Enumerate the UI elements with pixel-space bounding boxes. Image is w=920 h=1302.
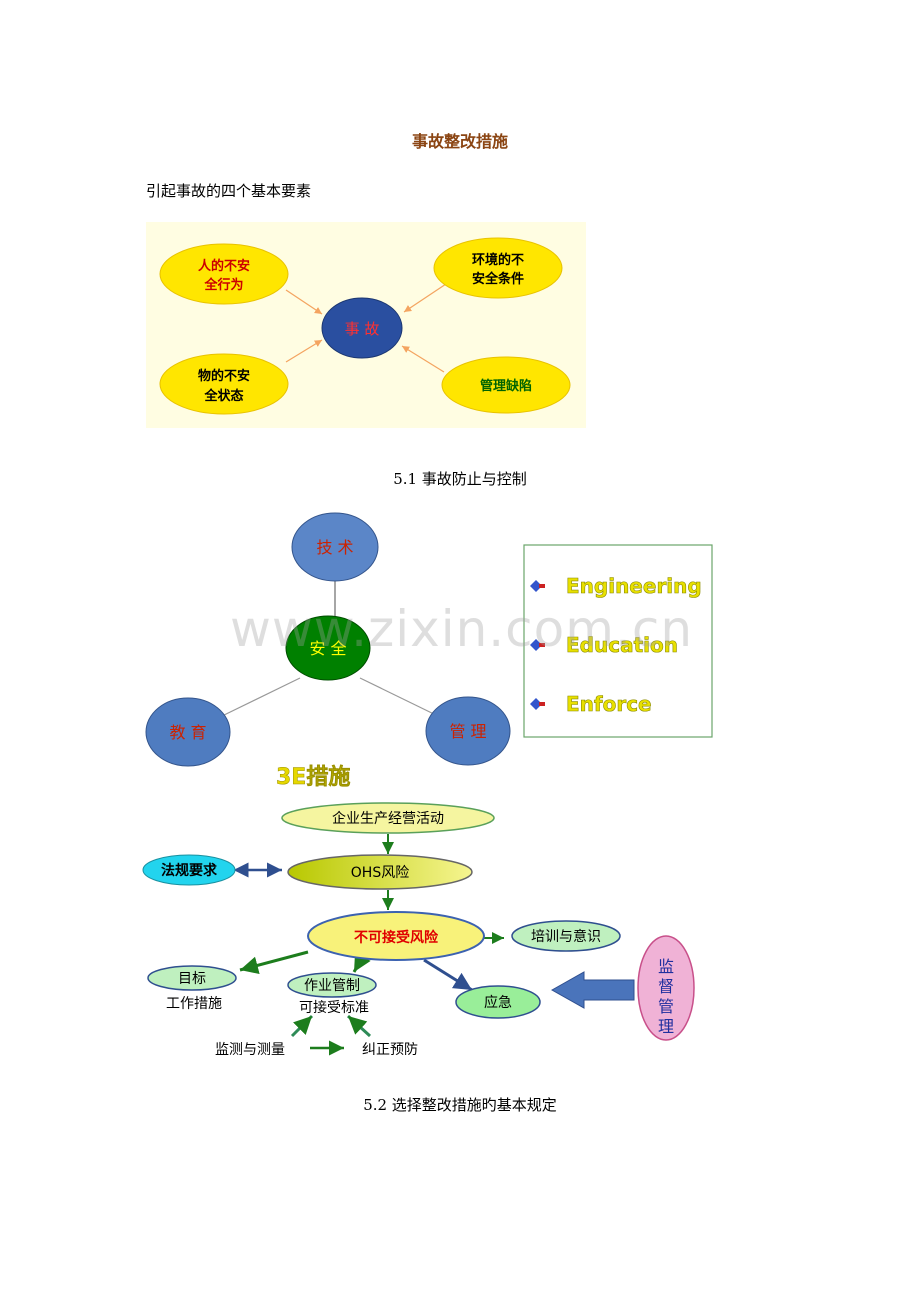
watermark: www.zixin.com.cn xyxy=(230,600,694,658)
acceptable-text: 可接受标准 xyxy=(299,999,369,1016)
arrow-risk-target xyxy=(239,950,309,975)
environment-line1: 环境的不 xyxy=(472,252,524,268)
law-text: 法规要求 xyxy=(161,862,218,879)
supervise-char-4: 理 xyxy=(658,1017,674,1036)
node-ohs xyxy=(287,854,473,890)
circle-safety xyxy=(285,615,371,681)
supervise-char-1: 监 xyxy=(658,957,674,976)
3e-safety-diagram: 技 术 安 全 教 育 管 理 Engineering Education En… xyxy=(140,505,720,770)
arrow-monitor-control xyxy=(290,1014,314,1038)
supervise-char-3: 管 xyxy=(658,997,674,1016)
correct-text: 纠正预防 xyxy=(362,1042,418,1058)
arrow-2 xyxy=(285,339,323,363)
risk-control-flow-diagram: 3E措施 企业生产经营活动 法规要求 OHS风险 不可接受风险 培训与意识 目标… xyxy=(140,760,700,1060)
ellipse-object xyxy=(159,353,289,415)
arrow-correct-control xyxy=(346,1014,372,1038)
management-circle-text: 管 理 xyxy=(449,722,486,741)
circle-tech xyxy=(291,512,379,582)
arrow-risk-emergency xyxy=(423,958,473,992)
node-supervise xyxy=(637,935,695,1041)
human-line2: 全行为 xyxy=(203,277,243,293)
arrow-4 xyxy=(401,345,445,373)
object-line1: 物的不安 xyxy=(198,368,250,384)
3e-title: 3E措施 xyxy=(276,764,350,790)
page-title: 事故整改措施 xyxy=(411,132,508,151)
accident-factors-diagram: 人的不安 全行为 物的不安 全状态 环境的不 安全条件 管理缺陷 事 故 xyxy=(146,222,586,428)
ellipse-management xyxy=(441,356,571,414)
supervise-arrow-icon xyxy=(550,971,635,1009)
activity-text: 企业生产经营活动 xyxy=(332,810,444,827)
supervise-char-2: 督 xyxy=(658,977,674,996)
arrow-risk-control xyxy=(352,951,371,973)
training-text: 培训与意识 xyxy=(531,928,601,945)
node-training xyxy=(511,920,621,952)
environment-line2: 安全条件 xyxy=(472,271,524,287)
education-item-text: Education xyxy=(566,633,678,657)
node-unacceptable xyxy=(307,911,485,961)
safety-text: 安 全 xyxy=(309,639,346,658)
node-activity xyxy=(281,802,495,834)
circle-management xyxy=(425,696,511,766)
emergency-text: 应急 xyxy=(484,994,512,1011)
risk-control-flow-svg: 3E措施 企业生产经营活动 法规要求 OHS风险 不可接受风险 培训与意识 目标… xyxy=(142,764,695,1058)
bullet-icon xyxy=(530,639,545,651)
education-text: 教 育 xyxy=(169,723,206,742)
accident-text: 事 故 xyxy=(345,320,380,338)
line-left xyxy=(219,677,301,718)
unacceptable-text: 不可接受风险 xyxy=(354,929,439,946)
node-op-control xyxy=(287,972,377,998)
ohs-text: OHS风险 xyxy=(351,865,409,881)
line-right xyxy=(359,677,441,718)
work-measure-text: 工作措施 xyxy=(166,996,222,1012)
3e-box xyxy=(523,544,713,738)
arrow-3 xyxy=(403,283,447,313)
tech-text: 技 术 xyxy=(316,538,353,557)
bullet-icon xyxy=(530,580,545,592)
ellipse-environment xyxy=(433,237,563,299)
intro-text: 引起事故的四个基本要素 xyxy=(146,182,312,200)
op-control-text: 作业管制 xyxy=(304,978,360,994)
object-line2: 全状态 xyxy=(203,388,243,404)
arrow-1 xyxy=(285,289,323,315)
3e-safety-svg: 技 术 安 全 教 育 管 理 Engineering Education En… xyxy=(145,512,713,767)
ellipse-accident xyxy=(321,297,403,359)
accident-factors-svg: 人的不安 全行为 物的不安 全状态 环境的不 安全条件 管理缺陷 事 故 xyxy=(159,237,571,415)
bullet-icon xyxy=(530,698,545,710)
node-target xyxy=(147,965,237,991)
node-emergency xyxy=(455,985,541,1019)
section-5-1: 5.1 事故防止与控制 xyxy=(393,470,527,488)
circle-education xyxy=(145,697,231,767)
engineering-text: Engineering xyxy=(566,574,702,598)
enforce-text: Enforce xyxy=(566,692,652,716)
node-law xyxy=(142,854,236,886)
target-text: 目标 xyxy=(178,971,206,987)
section-5-2: 5.2 选择整改措施旳基本规定 xyxy=(363,1096,557,1114)
monitor-text: 监测与测量 xyxy=(215,1042,285,1058)
human-line1: 人的不安 xyxy=(198,258,250,274)
management-text: 管理缺陷 xyxy=(480,378,532,394)
ellipse-human xyxy=(159,243,289,305)
